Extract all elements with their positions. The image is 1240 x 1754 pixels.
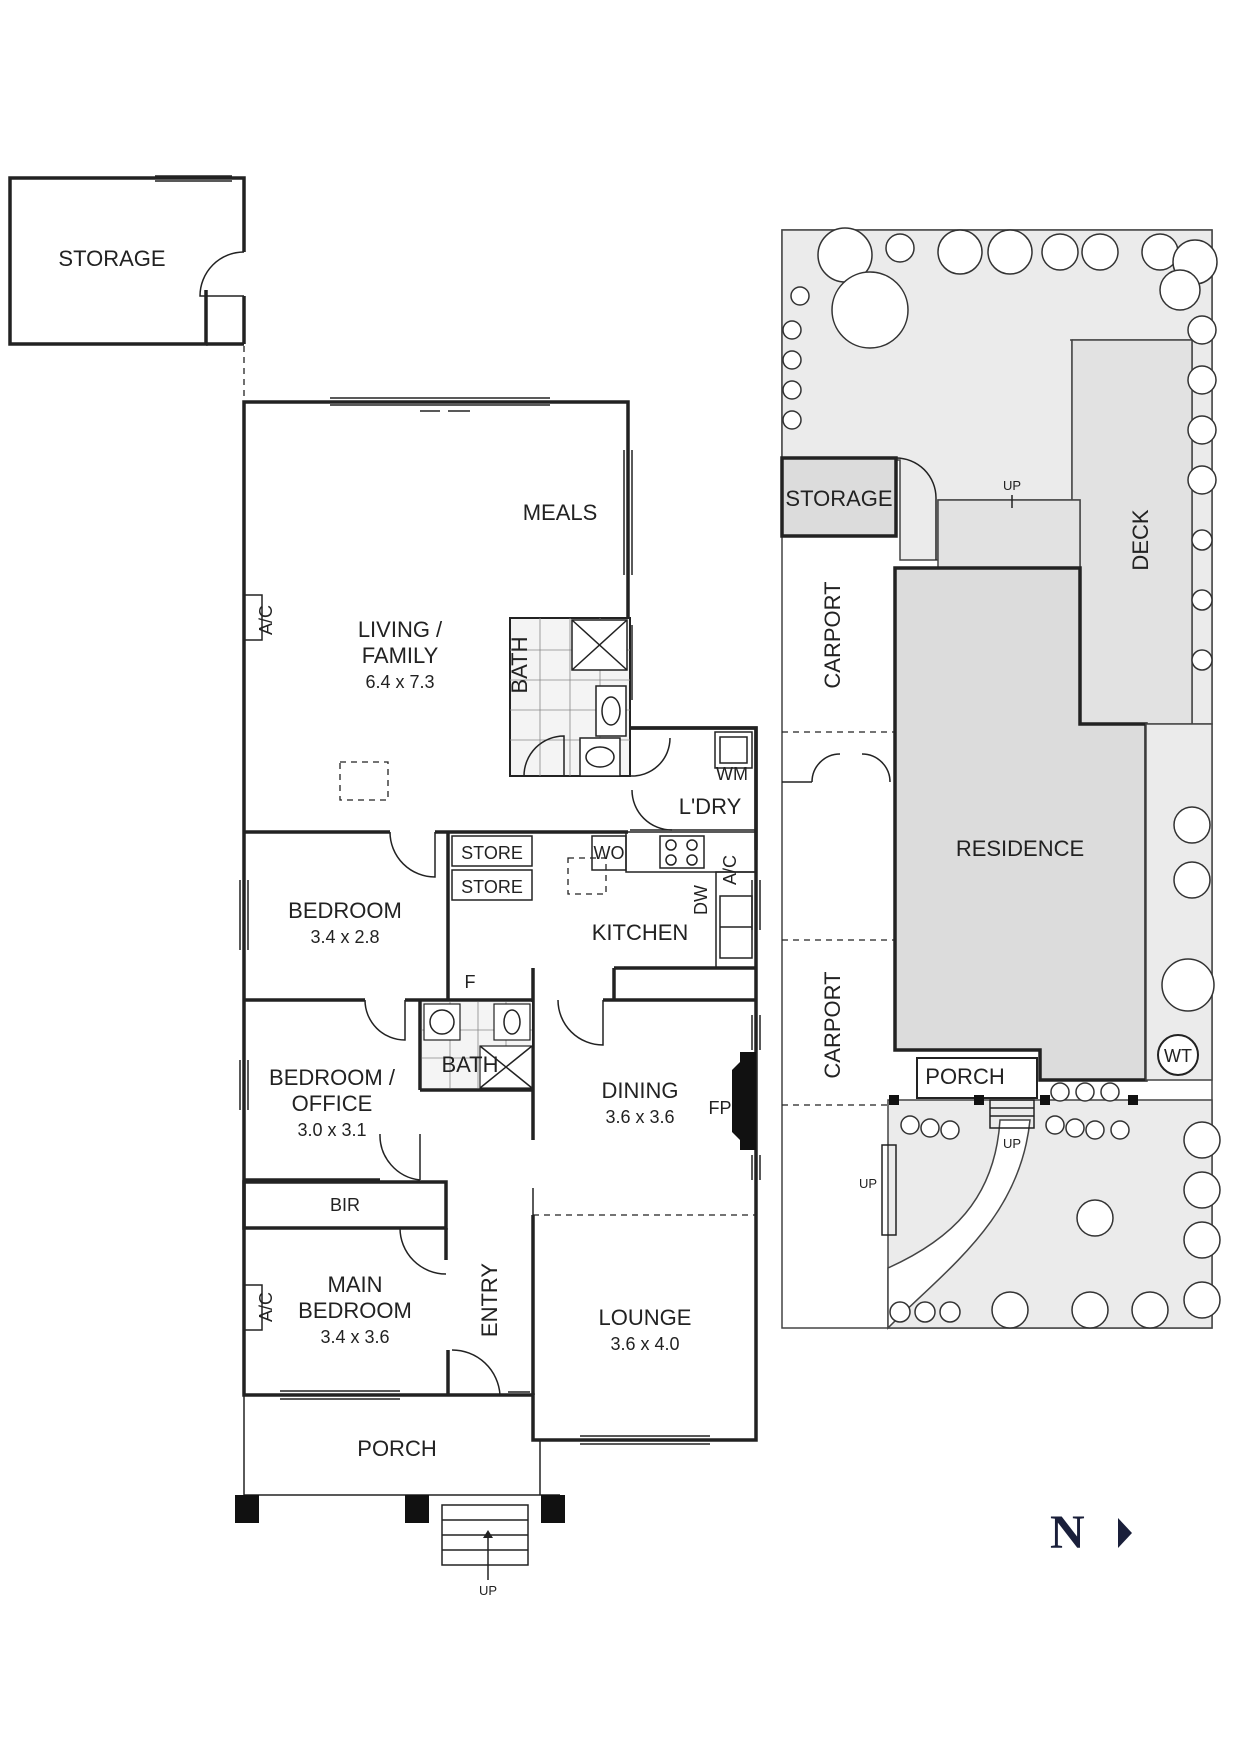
- stairs-icon: [441, 1504, 529, 1566]
- up-label: UP: [479, 1583, 497, 1598]
- tree-icon: [782, 227, 1221, 1329]
- fridge-label: F: [465, 972, 476, 992]
- office-label-2: OFFICE: [292, 1091, 373, 1116]
- bedroom-size: 3.4 x 2.8: [310, 927, 379, 947]
- main-bedroom-size: 3.4 x 3.6: [320, 1327, 389, 1347]
- ac-kitchen-label: A/C: [720, 855, 740, 885]
- up-porch-label: UP: [1003, 1136, 1021, 1151]
- stove-icon: [659, 835, 705, 869]
- bath-lower-label: BATH: [441, 1052, 498, 1077]
- dining-size: 3.6 x 3.6: [605, 1107, 674, 1127]
- living-label-2: FAMILY: [362, 643, 439, 668]
- laundry: WM L'DRY: [629, 726, 758, 850]
- site-storage-label: STORAGE: [785, 486, 892, 511]
- living-size: 6.4 x 7.3: [365, 672, 434, 692]
- laundry-label: L'DRY: [679, 794, 742, 819]
- bath-upper-label: BATH: [507, 636, 532, 693]
- up-side-label: UP: [859, 1176, 877, 1191]
- main-bedroom-label-2: BEDROOM: [298, 1298, 412, 1323]
- main-bedroom-label-1: MAIN: [328, 1272, 383, 1297]
- carport-bottom-label: CARPORT: [820, 971, 845, 1078]
- dw-label: DW: [691, 885, 711, 915]
- lower-bath: BATH: [422, 1002, 533, 1089]
- carport-top-label: CARPORT: [820, 581, 845, 688]
- north-arrow-icon: N: [1050, 1506, 1132, 1559]
- porch-label: PORCH: [357, 1436, 436, 1461]
- store1-label: STORE: [461, 843, 523, 863]
- site-plan: DECK UP STORAGE CARPORT CARPORT RESIDENC…: [780, 227, 1221, 1330]
- lounge-size: 3.6 x 4.0: [610, 1334, 679, 1354]
- ac-living-label: A/C: [256, 605, 276, 635]
- kitchen: STORE STORE WO A/C DW KITCHEN F: [451, 831, 757, 1000]
- lounge-label: LOUNGE: [599, 1305, 692, 1330]
- living-label-1: LIVING /: [358, 617, 443, 642]
- wt-label: WT: [1164, 1046, 1192, 1066]
- kitchen-label: KITCHEN: [592, 920, 689, 945]
- site-porch-label: PORCH: [925, 1064, 1004, 1089]
- upper-bath: BATH: [507, 617, 631, 777]
- ac-main-label: A/C: [256, 1292, 276, 1322]
- dining-label: DINING: [602, 1078, 679, 1103]
- wm-label: WM: [716, 764, 748, 784]
- wo-label: WO: [594, 843, 625, 863]
- office-label-1: BEDROOM /: [269, 1065, 396, 1090]
- fp-label: FP: [708, 1098, 731, 1118]
- deck-label: DECK: [1128, 509, 1153, 570]
- up-deck-label: UP: [1003, 478, 1021, 493]
- residence-label: RESIDENCE: [956, 836, 1084, 861]
- meals-label: MEALS: [523, 500, 598, 525]
- entry-label: ENTRY: [477, 1263, 502, 1337]
- storage-shed-label: STORAGE: [58, 246, 165, 271]
- storage-shed: STORAGE: [8, 175, 246, 346]
- north-letter: N: [1050, 1506, 1085, 1559]
- office-size: 3.0 x 3.1: [297, 1120, 366, 1140]
- front-porch: PORCH UP: [235, 1395, 565, 1598]
- bir-label: BIR: [330, 1195, 360, 1215]
- bedroom-label: BEDROOM: [288, 898, 402, 923]
- store2-label: STORE: [461, 877, 523, 897]
